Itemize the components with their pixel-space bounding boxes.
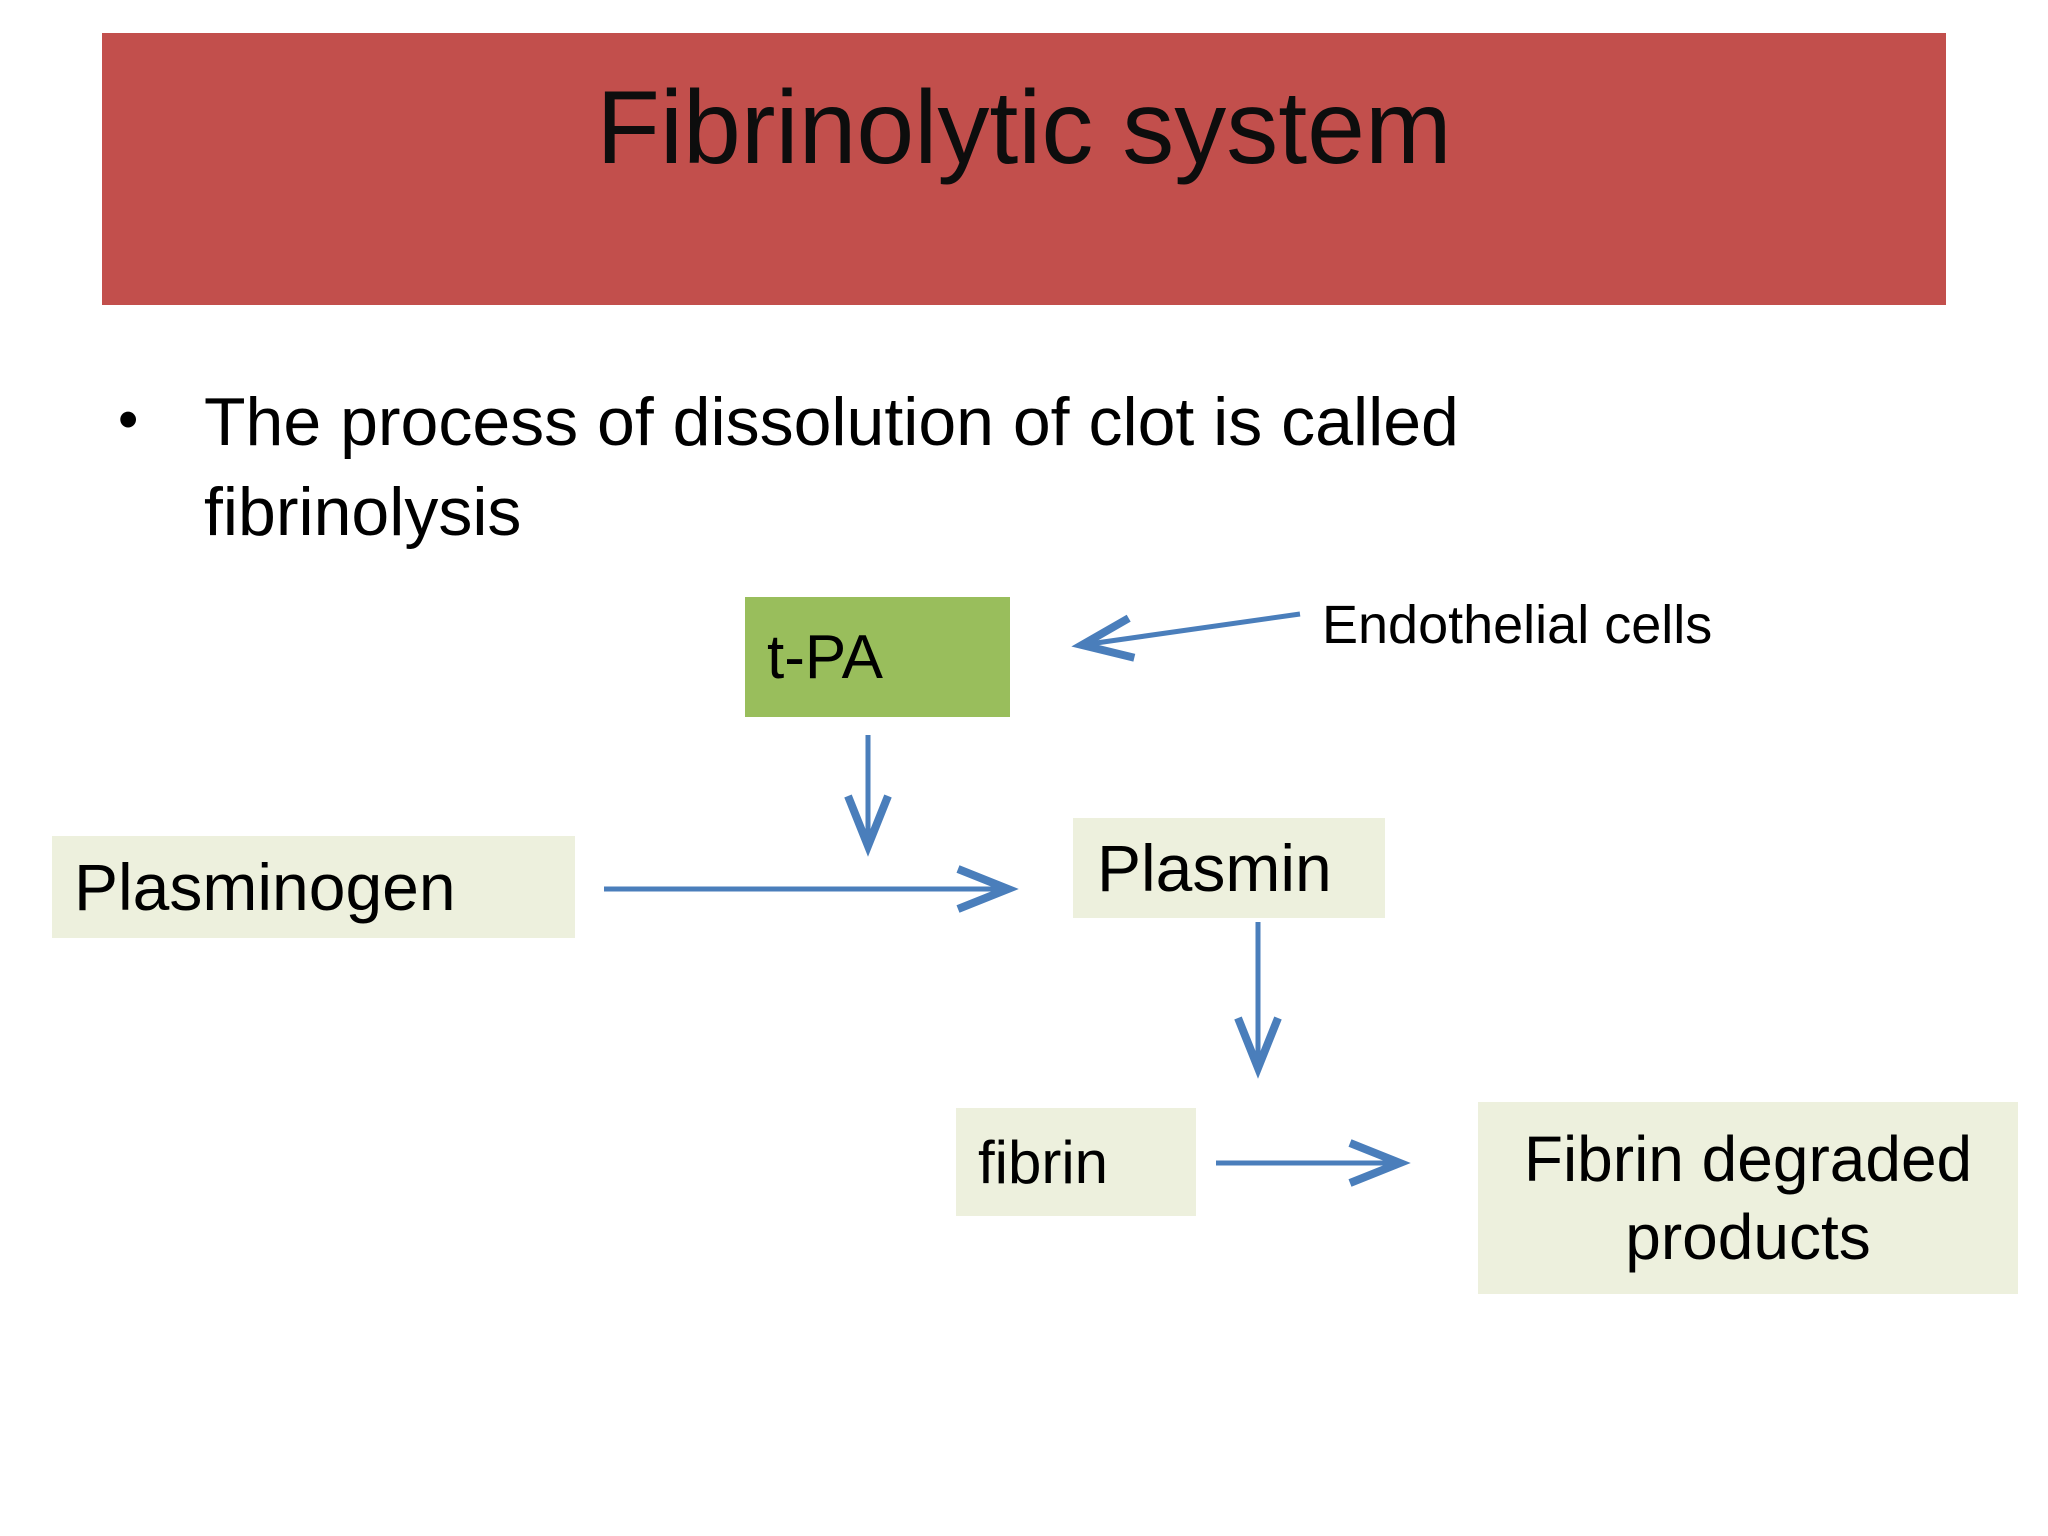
bullet-text: The process of dissolution of clot is ca… (204, 384, 1459, 550)
arrow-endothelial-to-tpa (1071, 611, 1301, 662)
bullet-marker-icon: • (118, 387, 139, 452)
body-bullet-list: • The process of dissolution of clot is … (118, 378, 1918, 558)
page-title: Fibrinolytic system (596, 70, 1452, 186)
list-item: • The process of dissolution of clot is … (118, 378, 1918, 558)
title-banner: Fibrinolytic system (102, 33, 1946, 305)
